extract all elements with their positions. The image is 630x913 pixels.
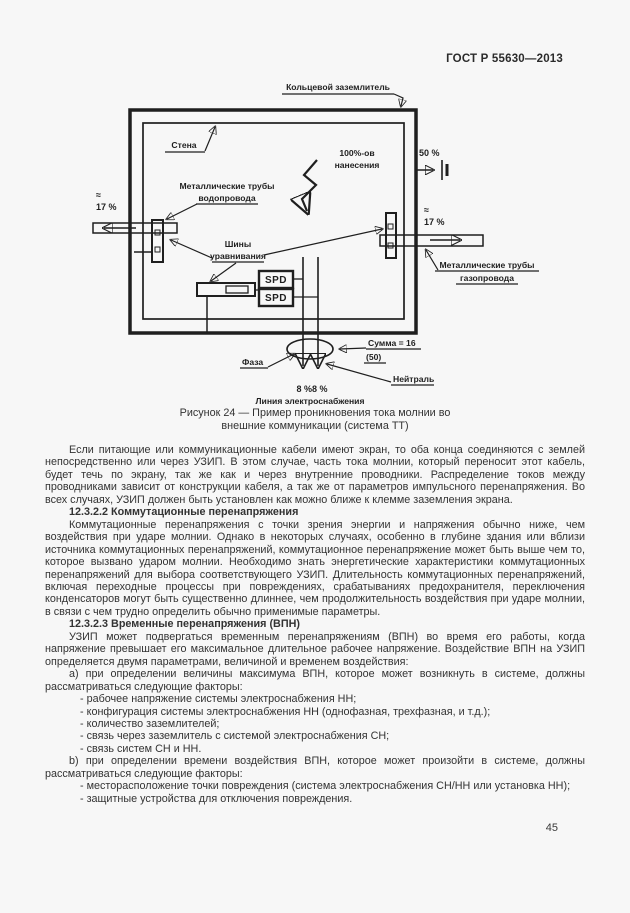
gas-pipes-label-1: Металлические трубы <box>440 260 535 270</box>
list-item: - месторасположение точки повреждения (с… <box>80 780 571 793</box>
gas-pipe <box>379 234 484 247</box>
list-item: - конфигурация системы электроснабжения … <box>80 705 491 718</box>
heading-12-3-2-3: 12.3.2.3 Временные перенапряжения (ВПН) <box>69 618 300 631</box>
phase-leader <box>267 354 294 368</box>
body-text: Если питающие или коммуникационные кабел… <box>45 444 585 805</box>
bonding-leader-left <box>171 240 213 259</box>
paragraph-tov-intro: УЗИП может подвергаться временным перена… <box>45 630 585 668</box>
power-line-ellipse <box>286 338 334 360</box>
bonding-label-1: Шины <box>225 239 251 249</box>
page-number: 45 <box>545 822 558 834</box>
strike-label-1: 100%-ов <box>339 148 374 158</box>
figure-caption: Рисунок 24 — Пример проникновения тока м… <box>0 407 630 433</box>
right-approx-label: ≈ <box>424 205 429 215</box>
bonding-label-2: уравнивания <box>210 251 266 261</box>
wall-outline <box>142 122 405 320</box>
document-header: ГОСТ Р 55630—2013 <box>446 53 563 65</box>
phase-label: Фаза <box>242 357 263 367</box>
gas-pipes-leader <box>426 250 439 271</box>
list-item: - связь систем СН и НН. <box>80 742 202 755</box>
neutral-label: Нейтраль <box>393 374 434 384</box>
wall-leader <box>204 127 215 152</box>
left-pct-label: 17 % <box>96 202 117 212</box>
left-bonding-bar-terminal-2 <box>154 246 161 253</box>
right-pct-label: 17 % <box>424 217 445 227</box>
left-bonding-bar <box>151 219 164 263</box>
water-pipe <box>92 222 178 234</box>
sum-label-2: (50) <box>366 352 381 362</box>
water-pipes-label-2: водопровода <box>198 193 255 203</box>
earth-pct-label: 50 % <box>419 148 440 158</box>
paragraph-item-a: а) при определении величины максимума ВП… <box>45 668 585 693</box>
list-item: - связь через заземлитель с системой эле… <box>80 730 390 743</box>
paragraph-item-b: b) при определении времени воздействия В… <box>45 755 585 780</box>
list-item: - рабочее напряжение системы электроснаб… <box>80 693 357 706</box>
figure-caption-line2: внешние коммуникации (система ТТ) <box>221 420 409 432</box>
left-bonding-bar-terminal-1 <box>154 229 161 236</box>
spd-top-label: SPD <box>265 275 287 286</box>
power-line-label: Линия электроснабжения <box>256 396 365 406</box>
conductor-pct-label: 8 %8 % <box>296 384 327 394</box>
neutral-leader <box>327 364 392 383</box>
right-bonding-bar-terminal-1 <box>387 223 394 230</box>
figure-24-diagram: Кольцевой заземлитель Стена 100%-ов нане… <box>92 82 539 406</box>
heading-12-3-2-2: 12.3.2.2 Коммутационные перенапряжения <box>69 506 299 519</box>
ring-earth-label: Кольцевой заземлитель <box>286 82 390 92</box>
ring-earth-electrode-outline <box>128 108 418 335</box>
left-approx-label: ≈ <box>96 190 101 200</box>
bonding-leader-right <box>263 229 382 256</box>
right-bonding-bar <box>385 212 397 259</box>
paragraph-switching-overvoltages: Коммутационные перенапряжения с точки зр… <box>45 518 585 618</box>
water-pipes-label-1: Металлические трубы <box>180 181 275 191</box>
figure-caption-line1: Рисунок 24 — Пример проникновения тока м… <box>179 407 451 419</box>
wall-label: Стена <box>171 140 196 150</box>
ring-earth-leader <box>393 93 403 106</box>
paragraph-shielded-cables: Если питающие или коммуникационные кабел… <box>45 444 585 506</box>
gas-pipes-label-2: газопровода <box>460 273 514 283</box>
list-item: - количество заземлителей; <box>80 717 220 730</box>
list-item: - защитные устройства для отключения пов… <box>80 792 353 805</box>
spd-bottom-label: SPD <box>265 293 287 304</box>
right-bonding-bar-terminal-2 <box>387 242 394 249</box>
sum-label-1: Сумма = 16 <box>368 338 416 348</box>
water-pipes-leader <box>167 203 198 219</box>
strike-label-2: нанесения <box>335 160 380 170</box>
bonding-leader-center <box>211 262 237 281</box>
sum-leader <box>340 348 367 349</box>
center-bonding-bar-slot <box>225 285 249 294</box>
lightning-icon <box>302 159 318 211</box>
